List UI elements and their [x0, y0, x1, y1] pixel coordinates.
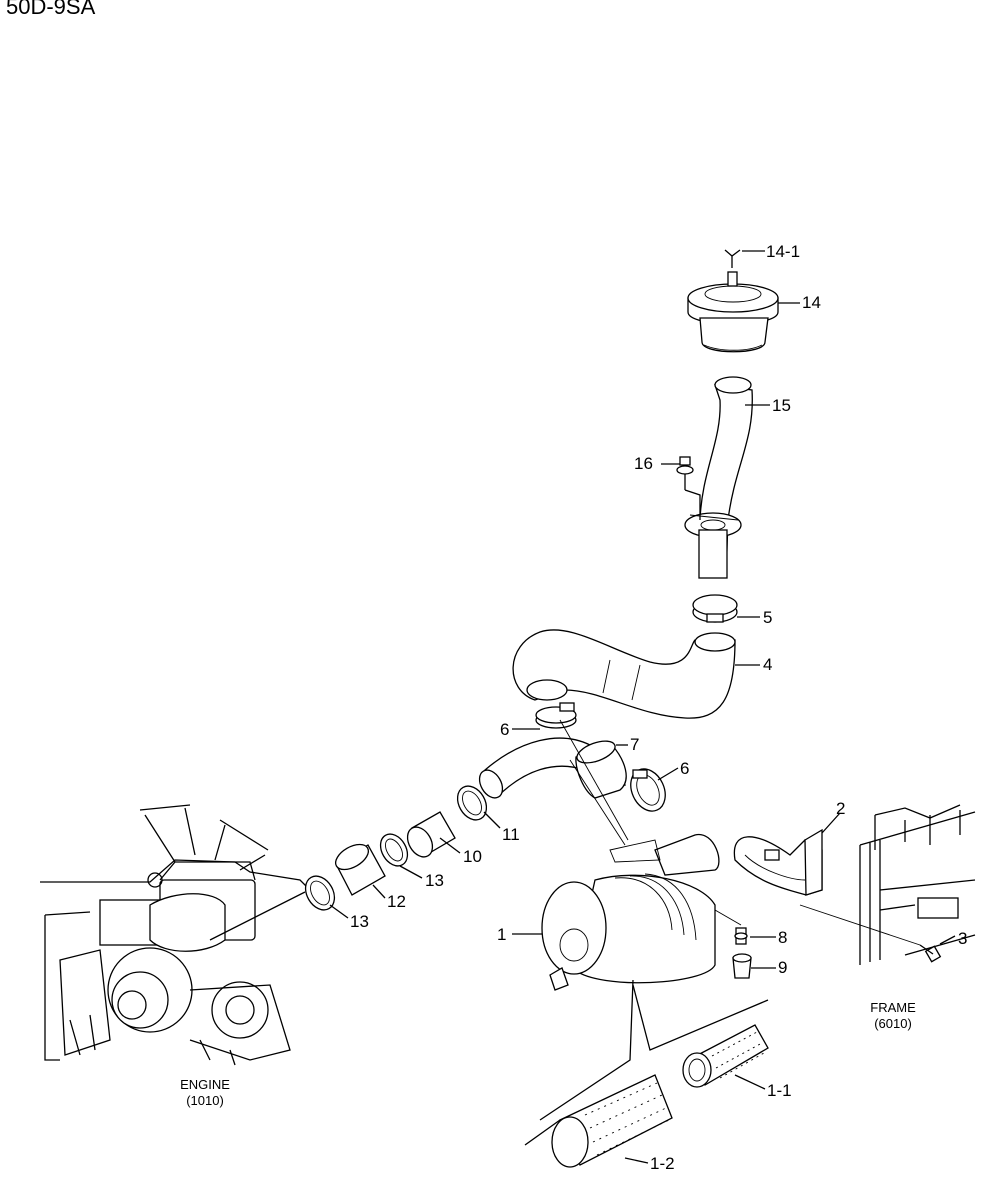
filter-element-part-1-2	[524, 979, 769, 1168]
cap-part-14	[687, 271, 779, 353]
callout-11: 11	[502, 825, 520, 844]
callout-leaders	[329, 250, 956, 1164]
filter-element-part-1-1	[682, 1024, 769, 1088]
callout-3: 3	[958, 929, 967, 948]
frame-illustration: FRAME (6010)	[859, 804, 976, 1031]
fitting-part-8	[714, 909, 748, 945]
sleeve-part-12	[334, 843, 386, 896]
hose-part-4	[512, 629, 736, 719]
callout-9: 9	[778, 958, 787, 977]
callout-1: 1	[497, 925, 506, 944]
callout-12: 12	[387, 892, 406, 911]
clamp-part-13-right	[379, 833, 409, 867]
callout-5: 5	[763, 608, 772, 627]
pipe-part-15	[684, 376, 753, 579]
callout-6-upper: 6	[500, 720, 509, 739]
engine-code: (1010)	[186, 1093, 224, 1108]
callout-6-lower: 6	[680, 759, 689, 778]
clamp-part-13-left	[304, 875, 336, 911]
bolt-part-3	[799, 904, 942, 963]
elbow-part-7	[478, 719, 629, 841]
callout-1-2: 1-2	[650, 1154, 675, 1173]
hose-part-10	[406, 811, 456, 858]
clamp-part-6-upper	[535, 702, 577, 729]
valve-part-9	[732, 953, 752, 979]
callout-13-right: 13	[425, 871, 444, 890]
callout-8: 8	[778, 928, 787, 947]
frame-code: (6010)	[874, 1016, 912, 1031]
callout-10: 10	[463, 847, 482, 866]
callout-7: 7	[630, 735, 639, 754]
engine-label: ENGINE	[180, 1077, 230, 1092]
air-cleaner-part-1	[541, 759, 720, 991]
clamp-part-5	[692, 594, 738, 623]
clamp-part-6-lower	[630, 768, 666, 812]
clamp-part-11	[456, 785, 488, 821]
wing-nut-part-14-1	[724, 249, 741, 268]
callout-14-1: 14-1	[766, 242, 800, 261]
bracket-part-2	[733, 828, 823, 896]
callout-13-left: 13	[350, 912, 369, 931]
callout-16: 16	[634, 454, 653, 473]
callout-4: 4	[763, 655, 772, 674]
callout-1-1: 1-1	[767, 1081, 792, 1100]
callout-2: 2	[836, 799, 845, 818]
callout-14: 14	[802, 293, 821, 312]
frame-label: FRAME	[870, 1000, 916, 1015]
model-label: 50D-9SA	[6, 0, 96, 19]
bolt-part-16	[676, 456, 701, 520]
engine-illustration: ENGINE (1010)	[40, 804, 321, 1108]
callout-15: 15	[772, 396, 791, 415]
callout-labels: 14-1 14 15 16 5 4 6 7 6 2 11 10 13 12 13…	[350, 242, 967, 1173]
